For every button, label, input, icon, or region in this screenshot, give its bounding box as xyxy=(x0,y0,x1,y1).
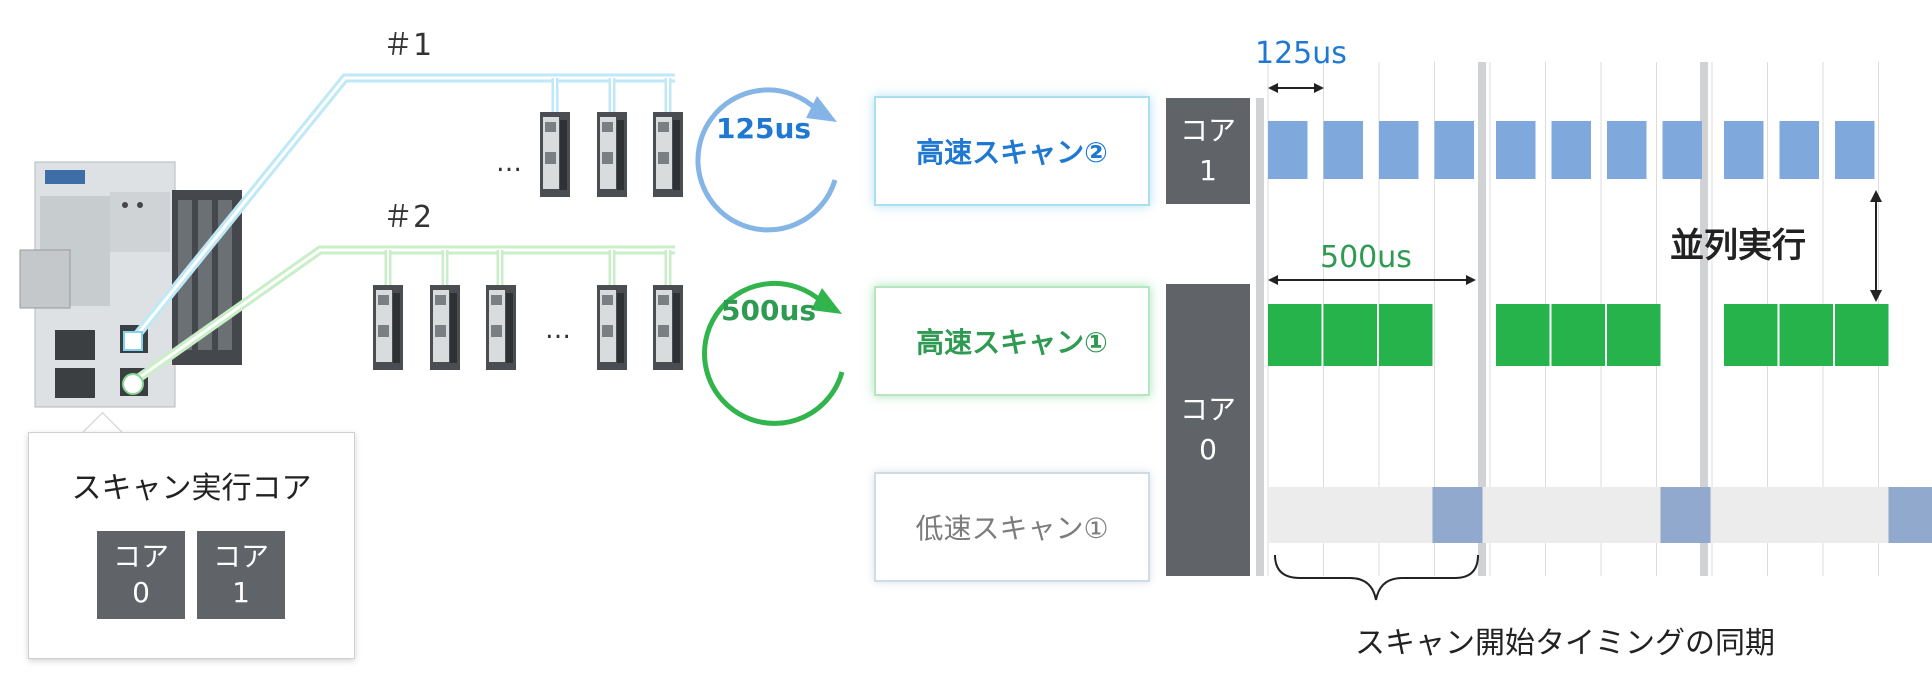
low-speed-scan-1-label: 低速スキャン① xyxy=(915,512,1109,545)
sync-brace xyxy=(1274,554,1479,601)
high-scan-2-slice xyxy=(1607,121,1647,179)
high-scan-1-slice xyxy=(1724,304,1778,366)
high-scan-2-slice xyxy=(1496,121,1536,179)
network-2-line xyxy=(122,245,675,395)
core-1-box: コア 1 xyxy=(1166,98,1250,204)
legend-core-0-line2: 0 xyxy=(132,576,150,609)
legend-core-1-line1: コア xyxy=(212,540,269,573)
network-2-label: ＃2 xyxy=(383,200,433,235)
scan-core-legend: スキャン実行コア コア 0 コア 1 xyxy=(28,432,355,659)
high-scan-2-slice xyxy=(1434,121,1474,179)
timing-chart xyxy=(1256,62,1932,601)
high-scan-1-slice xyxy=(1551,304,1605,366)
core-1-line2: 1 xyxy=(1199,154,1217,187)
servo-drives-2 xyxy=(373,285,683,370)
ellipsis-top: … xyxy=(496,148,522,178)
high-scan-2-slice xyxy=(1779,121,1819,179)
high-scan-1-slice xyxy=(1379,304,1433,366)
core-0-line2: 0 xyxy=(1199,433,1217,466)
core-1-line1: コア xyxy=(1179,114,1236,147)
high-scan-1-slice xyxy=(1835,304,1889,366)
high-scan-2-slice xyxy=(1379,121,1419,179)
legend-core-1-line2: 1 xyxy=(232,576,250,609)
servo-drives-1 xyxy=(540,112,683,197)
high-scan-2-slice xyxy=(1724,121,1764,179)
high-scan-2-slice xyxy=(1268,121,1308,179)
high-scan-2-slice xyxy=(1323,121,1363,179)
servo-drive xyxy=(597,112,627,197)
low-scan-track xyxy=(1268,487,1918,543)
low-scan-1-slice xyxy=(1432,487,1483,543)
high-scan-2-slice xyxy=(1662,121,1702,179)
servo-drive xyxy=(597,285,627,370)
period-small-label: 125us xyxy=(1255,36,1347,71)
servo-drive xyxy=(653,285,683,370)
high-scan-2-slice xyxy=(1551,121,1591,179)
low-scan-1-slice xyxy=(1660,487,1711,543)
high-speed-scan-2-label: 高速スキャン② xyxy=(916,136,1108,169)
legend-core-0: コア 0 xyxy=(97,531,185,619)
ellipsis-bottom: … xyxy=(545,315,571,345)
servo-drive xyxy=(653,112,683,197)
low-scan-1-slice xyxy=(1888,487,1932,543)
network-1-label: ＃1 xyxy=(383,28,433,63)
plc-controller xyxy=(19,161,242,408)
period-large-arrow xyxy=(1268,275,1476,285)
period-large-label: 500us xyxy=(1320,240,1412,275)
cycle-500-label: 500us xyxy=(721,294,817,327)
legend-core-0-line1: コア xyxy=(112,540,169,573)
cycle-125-label: 125us xyxy=(716,112,812,145)
high-speed-scan-1-label: 高速スキャン① xyxy=(916,326,1108,359)
high-scan-1-slice xyxy=(1779,304,1833,366)
servo-drive xyxy=(430,285,460,370)
high-speed-scan-1-box: 高速スキャン① xyxy=(874,286,1150,396)
high-scan-1-slice xyxy=(1268,304,1322,366)
servo-drive xyxy=(540,112,570,197)
sync-label: スキャン開始タイミングの同期 xyxy=(1355,626,1775,661)
high-scan-1-slice xyxy=(1323,304,1377,366)
legend-core-1: コア 1 xyxy=(197,531,285,619)
high-speed-scan-2-box: 高速スキャン② xyxy=(874,96,1150,206)
legend-title: スキャン実行コア xyxy=(71,471,312,506)
core-0-line1: コア xyxy=(1179,393,1236,426)
period-small-arrow xyxy=(1268,83,1324,93)
core-0-box: コア 0 xyxy=(1166,284,1250,576)
high-scan-1-slice xyxy=(1496,304,1550,366)
network-1-line xyxy=(123,73,675,351)
cycle-arrow-125 xyxy=(695,87,838,233)
low-speed-scan-1-box: 低速スキャン① xyxy=(874,472,1150,582)
high-scan-2-slice xyxy=(1835,121,1875,179)
parallel-label: 並列実行 xyxy=(1670,226,1806,266)
cycle-arrow-500 xyxy=(702,280,845,426)
servo-drive xyxy=(486,285,516,370)
high-scan-1-slice xyxy=(1607,304,1661,366)
parallel-arrow xyxy=(1870,190,1882,302)
servo-drive xyxy=(373,285,403,370)
